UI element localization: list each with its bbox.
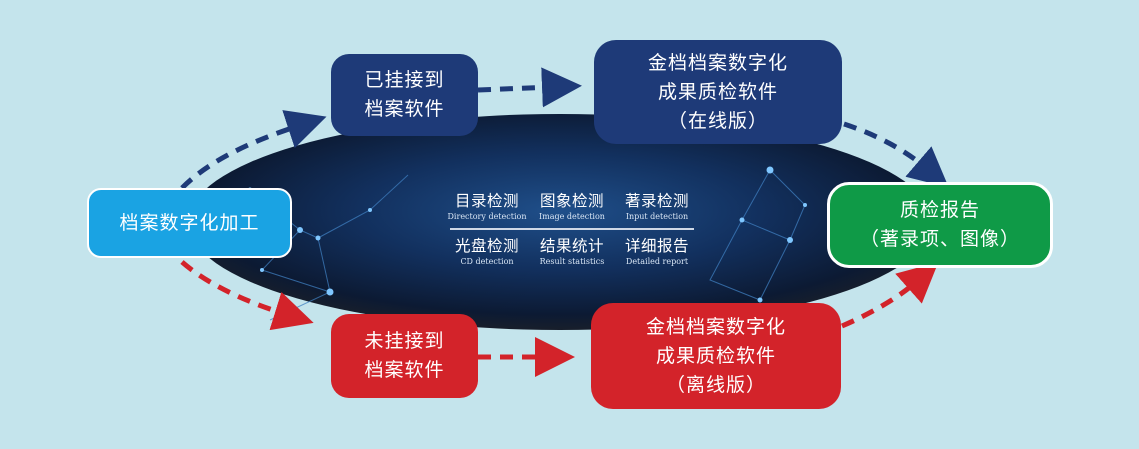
node-offline-line-1: 金档档案数字化 (645, 315, 786, 338)
node-online-qc: 金档档案数字化 成果质检软件 （在线版） (594, 40, 842, 144)
feature-en-label: Result statistics (539, 257, 605, 266)
feature-cn-label: 著录检测 (624, 192, 689, 210)
node-offline-qc: 金档档案数字化 成果质检软件 （离线版） (591, 303, 841, 409)
feature-en-label: Directory detection (447, 212, 527, 221)
feature-cn-label: 光盘检测 (454, 237, 519, 255)
feature-en-label: Image detection (539, 212, 605, 221)
arrow-start-to-connected (180, 110, 327, 190)
node-report: 质检报告 （著录项、图像） (827, 182, 1053, 268)
node-unconnected-line-1: 未挂接到 (364, 330, 445, 352)
feature-detailed-report: 详细报告 Detailed report (616, 237, 698, 267)
node-report-line-2: （著录项、图像） (859, 228, 1020, 250)
feature-image-detection: 图象检测 Image detection (531, 192, 613, 222)
feature-divider (450, 228, 694, 230)
top-path-connectors (180, 67, 949, 190)
feature-input-detection: 著录检测 Input detection (616, 192, 698, 222)
node-unconnected-software: 未挂接到 档案软件 (331, 314, 478, 398)
feature-cd-detection: 光盘检测 CD detection (446, 237, 528, 267)
node-online-line-1: 金档档案数字化 (647, 51, 788, 74)
node-connected-line-1: 已挂接到 (364, 69, 445, 91)
bottom-path-connectors (180, 260, 939, 377)
node-online-line-3: （在线版） (667, 109, 768, 132)
center-ellipse (188, 114, 932, 330)
feature-cn-label: 详细报告 (624, 237, 689, 255)
node-start-label: 档案数字化加工 (119, 211, 260, 234)
feature-row: 目录检测 Directory detection 图象检测 Image dete… (446, 192, 698, 222)
node-connected-line-2: 档案软件 (364, 98, 445, 120)
feature-en-label: Input detection (625, 212, 689, 221)
feature-cn-label: 图象检测 (539, 192, 604, 210)
node-connected-software: 已挂接到 档案软件 (331, 54, 478, 136)
feature-en-label: CD detection (460, 257, 514, 266)
network-nodes (247, 166, 807, 303)
feature-cn-label: 结果统计 (539, 237, 604, 255)
node-offline-line-3: （离线版） (665, 373, 766, 396)
feature-row: 光盘检测 CD detection 结果统计 Result statistics… (446, 237, 698, 267)
feature-en-label: Detailed report (625, 257, 689, 266)
feature-grid: 目录检测 Directory detection 图象检测 Image dete… (446, 192, 698, 267)
arrow-start-to-unconnected (180, 260, 314, 331)
node-start: 档案数字化加工 (87, 188, 292, 258)
node-unconnected-line-2: 档案软件 (364, 359, 445, 381)
arrow-online-to-report (843, 121, 949, 188)
feature-result-statistics: 结果统计 Result statistics (531, 237, 613, 267)
feature-cn-label: 目录检测 (454, 192, 519, 210)
node-offline-line-2: 成果质检软件 (655, 344, 776, 367)
arrow-offline-to-report (841, 262, 939, 329)
arrow-connected-to-online (477, 67, 582, 108)
feature-directory-detection: 目录检测 Directory detection (446, 192, 528, 222)
node-report-line-1: 质检报告 (899, 199, 980, 221)
node-online-line-2: 成果质检软件 (657, 80, 778, 103)
